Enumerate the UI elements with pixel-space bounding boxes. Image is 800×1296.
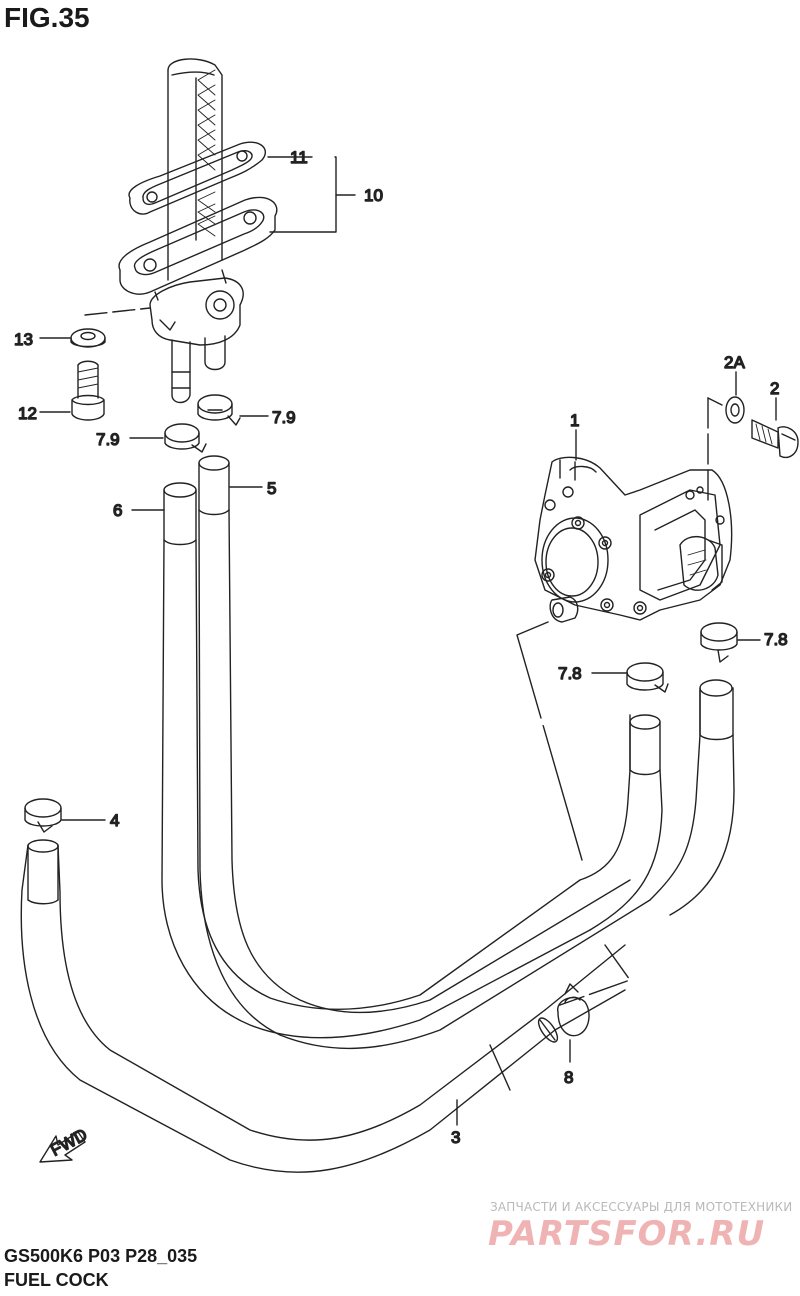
fuel-cock-body <box>534 429 733 623</box>
clamp-7-8-right <box>700 622 761 663</box>
callout-7-9-right: 7.9 <box>272 408 296 427</box>
callout-1: 1 <box>570 411 579 430</box>
clamp-7-9-left <box>129 423 207 453</box>
callout-4: 4 <box>110 811 119 830</box>
callout-8: 8 <box>564 1068 573 1087</box>
fuel-cock-strainer-assembly <box>118 58 278 404</box>
washer-13 <box>39 307 151 348</box>
callout-2: 2 <box>770 379 779 398</box>
clamp-8 <box>557 983 590 1063</box>
clamp-7-8-left <box>591 662 669 693</box>
connection-leader <box>516 621 631 1006</box>
hose-6 <box>161 482 663 1039</box>
fwd-arrow-icon <box>39 1131 86 1163</box>
figure-title: FIG.35 <box>4 2 90 33</box>
callout-7-8-left: 7.8 <box>558 664 582 683</box>
watermark-logo: PARTSFOR.RU <box>488 1214 766 1254</box>
fwd-arrow-label: FWD <box>47 1125 90 1160</box>
bolt-2 <box>751 397 799 459</box>
watermark-tagline: ЗАПЧАСТИ И АКСЕССУАРЫ ДЛЯ МОТОТЕХНИКИ <box>490 1200 793 1214</box>
clamp-7-9-right <box>197 394 269 426</box>
washer-2a <box>707 371 745 506</box>
callout-3: 3 <box>451 1128 460 1147</box>
callout-5: 5 <box>267 479 276 498</box>
callout-11: 11 <box>290 148 308 167</box>
callout-12: 12 <box>18 404 37 423</box>
hose-5 <box>198 455 735 1050</box>
clamp-4 <box>24 798 106 833</box>
bolt-12 <box>39 360 105 421</box>
callout-7-9-left: 7.9 <box>96 430 120 449</box>
callout-10: 10 <box>364 186 383 205</box>
diagram-name: FUEL COCK <box>4 1270 109 1290</box>
callout-13: 13 <box>14 330 33 349</box>
callout-7-8-right: 7.8 <box>764 630 788 649</box>
callout-6: 6 <box>113 501 122 520</box>
callout-2a: 2A <box>724 353 745 372</box>
diagram-model-code: GS500K6 P03 P28_035 <box>4 1246 198 1266</box>
leader-10-11 <box>267 156 356 233</box>
hose-3 <box>20 839 626 1173</box>
